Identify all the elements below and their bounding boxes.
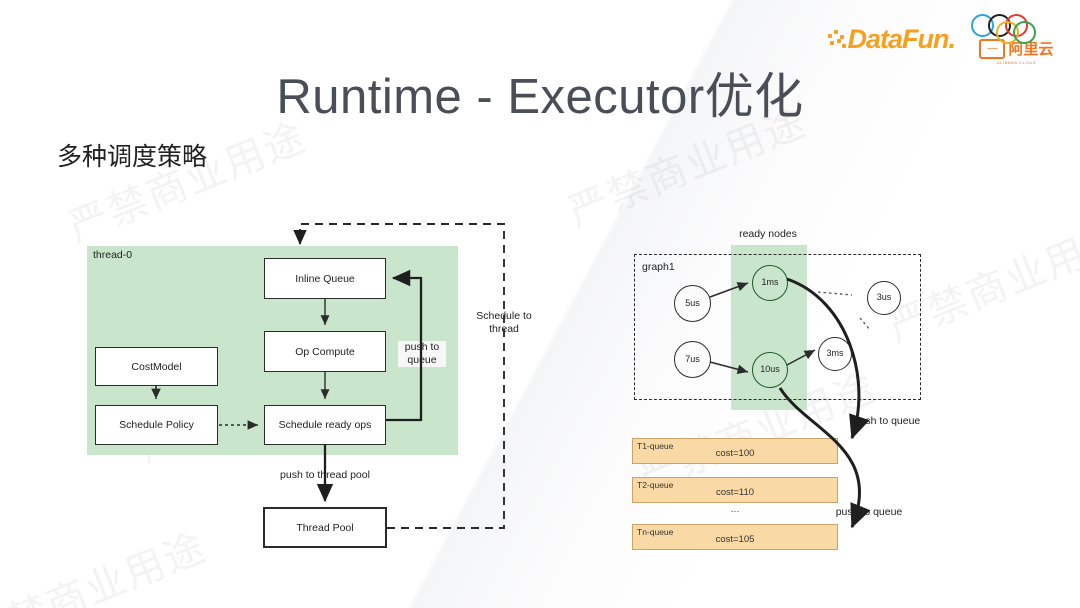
aliyun-wordmark: — 阿里云 [979,38,1054,59]
aliyun-logo-subtext: ALIBABA CLOUD [996,60,1037,65]
graph-node-10us[interactable]: 10us [752,352,788,388]
t2-queue-name: T2-queue [637,480,674,490]
datafun-dots-icon [828,29,847,50]
graph1-label: graph1 [642,261,675,273]
datafun-logo-text: DataFun. [847,24,956,54]
ready-nodes-label: ready nodes [739,228,797,240]
t1-queue-bar[interactable]: T1-queue cost=100 [632,438,838,464]
t1-queue-cost: cost=100 [715,448,755,459]
header-logos: DataFun. — 阿里云 ALIBABA CLOUD [828,14,1062,65]
graph-node-5us[interactable]: 5us [674,285,711,322]
tn-queue-cost: cost=105 [715,534,755,545]
thread-0-label: thread-0 [93,249,133,261]
graph-node-3ms[interactable]: 3ms [818,337,852,371]
push-to-queue-top-label: push to queue [853,415,921,427]
t2-queue-cost: cost=110 [715,487,755,498]
aliyun-logo: — 阿里云 ALIBABA CLOUD [971,14,1062,65]
page-title: Runtime - Executor优化 [276,70,804,124]
datafun-logo: DataFun. [828,24,956,55]
cost-model-box[interactable]: CostModel [95,347,218,386]
section-subtitle: 多种调度策略 [57,143,208,171]
tn-queue-bar[interactable]: Tn-queue cost=105 [632,524,838,550]
schedule-policy-box[interactable]: Schedule Policy [95,405,218,445]
t1-queue-name: T1-queue [637,441,674,451]
aliyun-logo-text: 阿里云 [1008,41,1054,58]
t2-queue-bar[interactable]: T2-queue cost=110 [632,477,838,503]
tn-queue-name: Tn-queue [637,527,674,537]
graph1-boundary [634,254,921,400]
aliyun-bracket-icon: — [979,38,1006,59]
push-to-queue-bottom-label: push to queue [835,506,903,518]
queue-ellipsis: ... [730,503,740,515]
graph-node-7us[interactable]: 7us [674,341,711,378]
graph-node-1ms[interactable]: 1ms [752,265,788,301]
olympic-rings-icon [971,14,1062,44]
graph-node-3us[interactable]: 3us [867,281,901,315]
